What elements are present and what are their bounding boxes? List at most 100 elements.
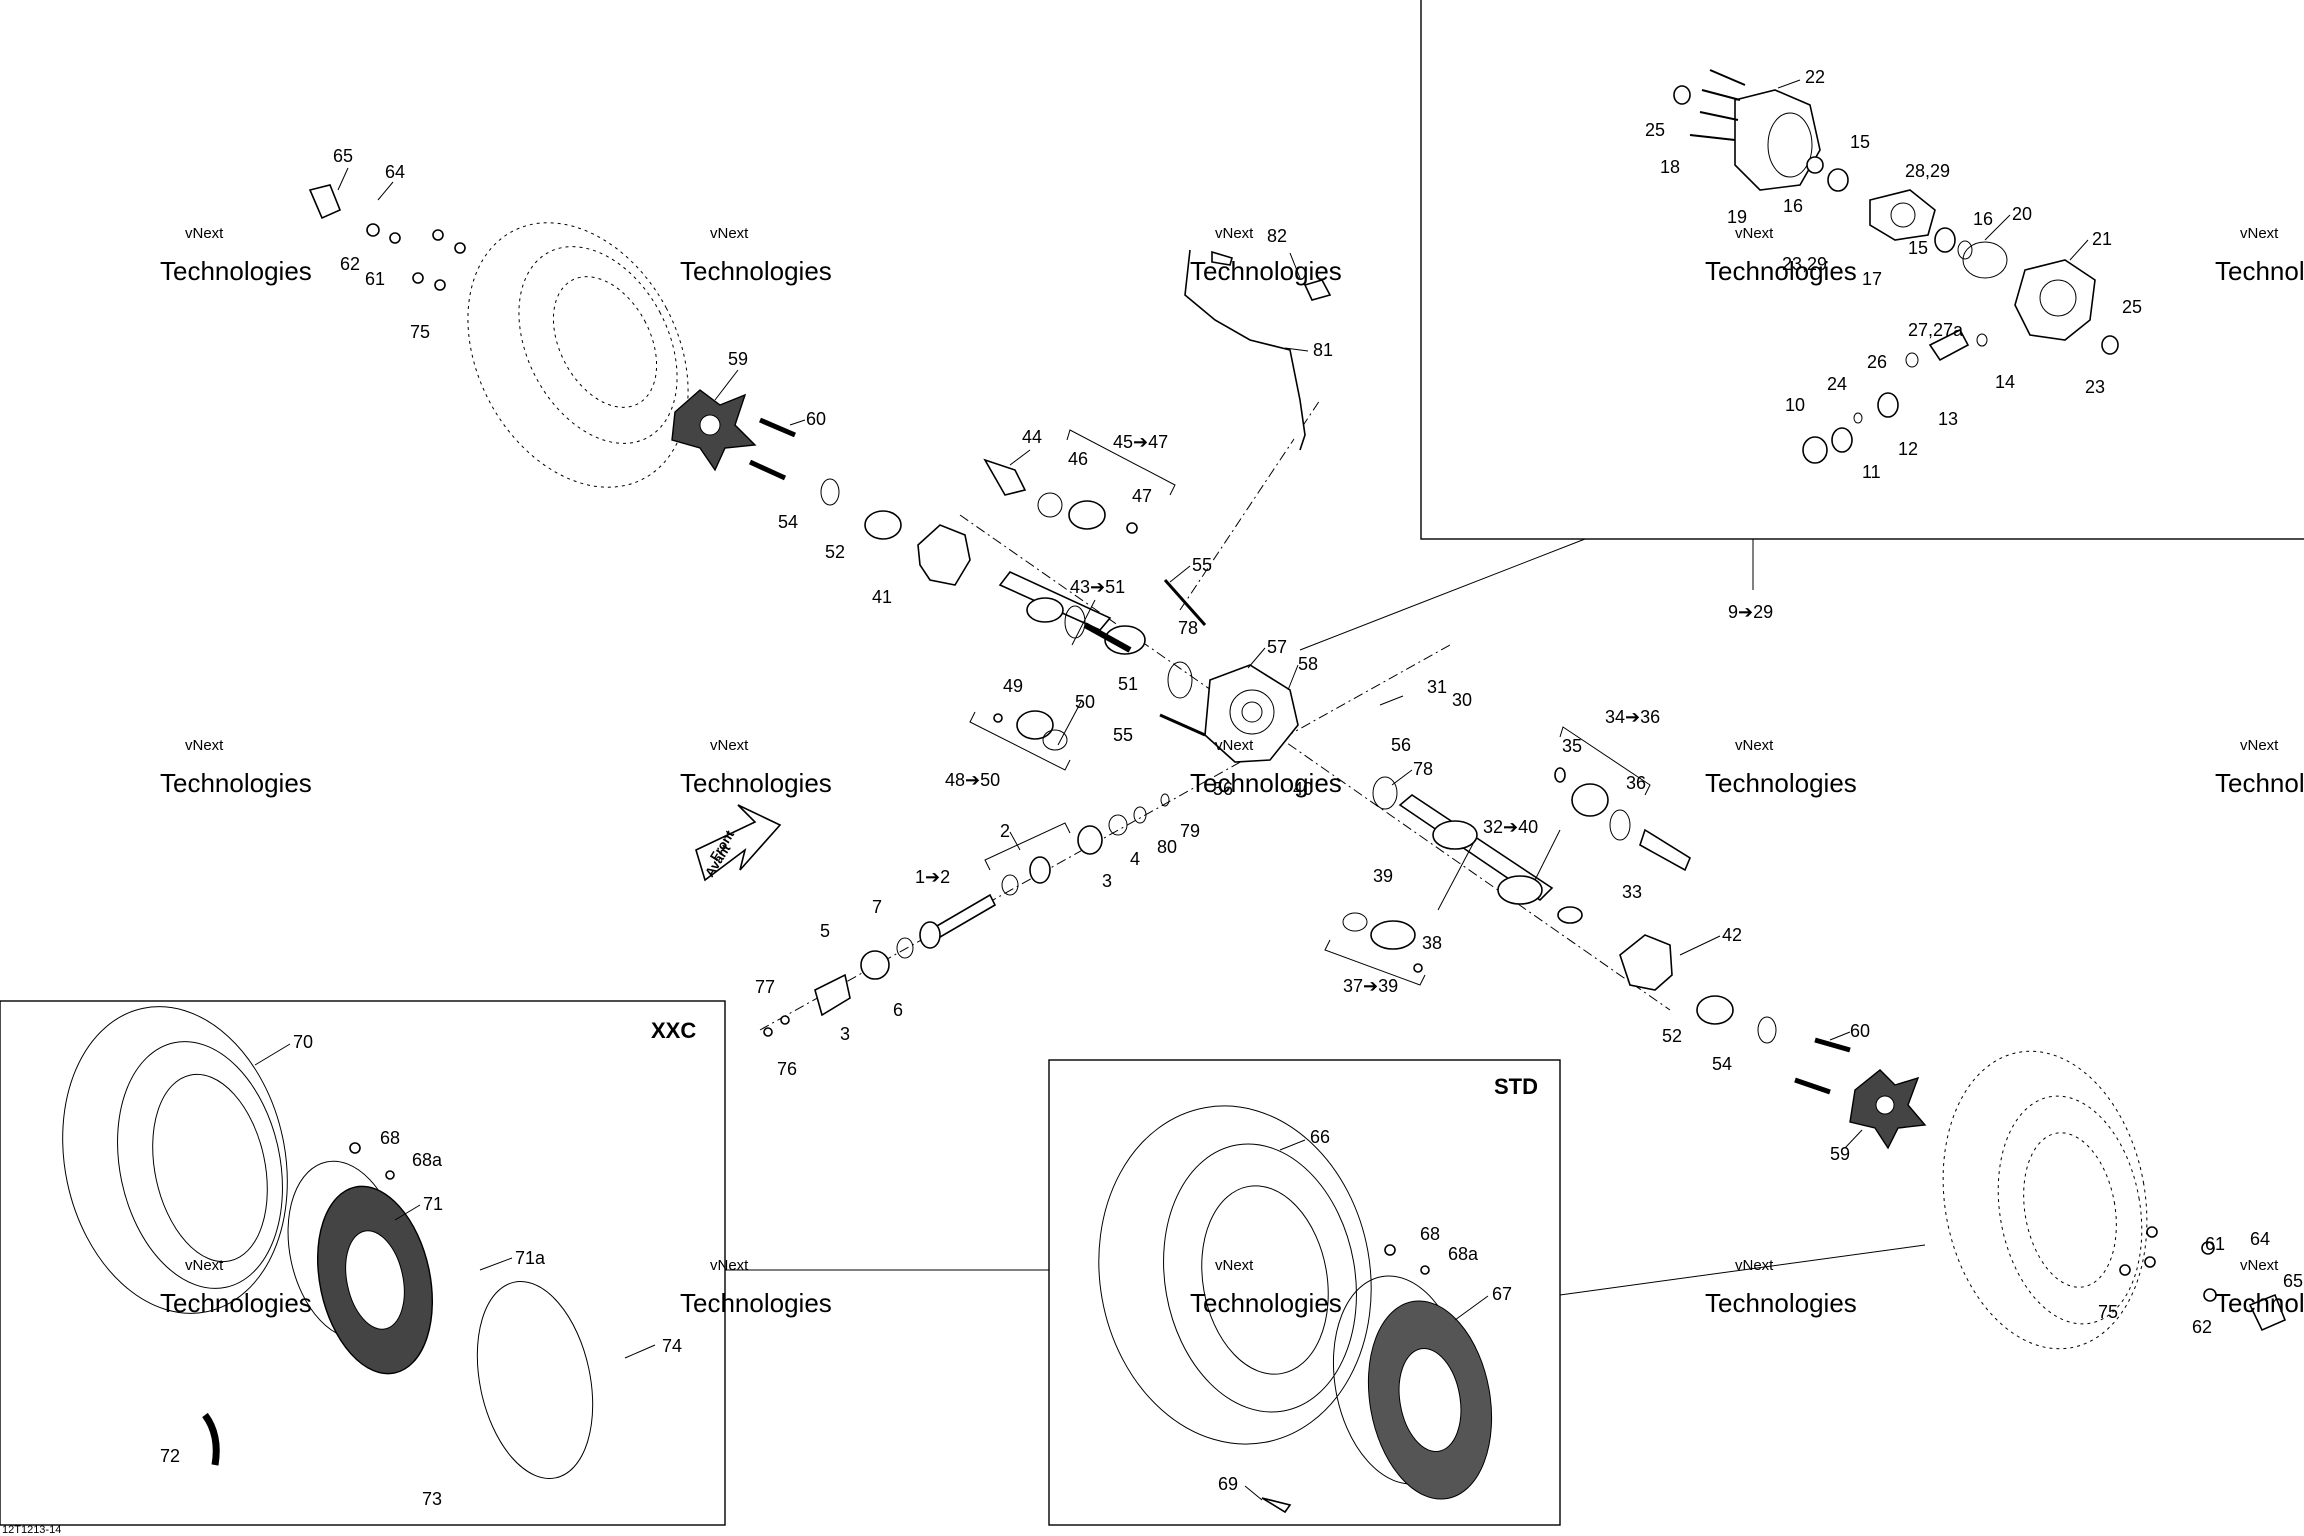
svg-text:vNext: vNext [1215, 737, 1254, 754]
callout-label: 21 [2092, 229, 2112, 249]
svg-text:Technologies: Technologies [1705, 256, 1857, 286]
nuts-upper-left [308, 184, 466, 291]
callout-label: 76 [777, 1059, 797, 1079]
callout-label: 14 [1995, 372, 2015, 392]
svg-text:Technologies: Technologies [680, 768, 832, 798]
callout-label: 33 [1622, 882, 1642, 902]
callout-label: 64 [2250, 1229, 2270, 1249]
callout-label: 25 [2122, 297, 2142, 317]
callout-label: 72 [160, 1446, 180, 1466]
callout-label: 24 [1827, 374, 1847, 394]
callout-label: 59 [728, 349, 748, 369]
svg-text:Technologies: Technologies [2215, 1288, 2304, 1318]
callout-label: 27,27a [1908, 320, 1964, 340]
svg-text:vNext: vNext [1735, 225, 1774, 242]
studs-60-lower [1794, 1037, 1851, 1095]
callout-label: 60 [806, 409, 826, 429]
callout-label: 62 [2192, 1317, 2212, 1337]
callout-label: 23,29 [1782, 254, 1827, 274]
svg-text:Technologies: Technologies [1190, 768, 1342, 798]
drawing-id: 12T1213-14 [2, 1524, 61, 1536]
callout-label: 74 [662, 1336, 682, 1356]
svg-text:vNext: vNext [1215, 225, 1254, 242]
watermarks: vNext Technologies vNext Technologies vN… [160, 225, 2304, 1318]
callout-label: 17 [1862, 269, 1882, 289]
callout-label: 55 [1113, 725, 1133, 745]
callout-label: 3 [1102, 871, 1112, 891]
callout-label: 56 [1391, 735, 1411, 755]
callout-label: 78 [1178, 618, 1198, 638]
callout-label: 68 [1420, 1224, 1440, 1244]
xxc-wheel [62, 1006, 594, 1479]
callout-label: 34➔36 [1605, 707, 1660, 727]
boot-44-46 [983, 458, 1138, 534]
svg-text:Technologies: Technologies [160, 1288, 312, 1318]
boot-49-50 [993, 710, 1068, 751]
callout-label: 77 [755, 977, 775, 997]
callout-label: 66 [1310, 1127, 1330, 1147]
callout-label: 16 [1973, 209, 1993, 229]
callout-label: 20 [2012, 204, 2032, 224]
callout-label: 31 [1427, 677, 1447, 697]
svg-text:Technologies: Technologies [160, 768, 312, 798]
std-wheel-frame [1048, 1059, 1561, 1526]
callout-label: 71 [423, 1194, 443, 1214]
ring-54-upper [820, 478, 840, 506]
callout-label: 68 [380, 1128, 400, 1148]
svg-text:vNext: vNext [710, 737, 749, 754]
callout-label: 57 [1267, 637, 1287, 657]
callout-label: 73 [422, 1489, 442, 1509]
callout-label: 78 [1413, 759, 1433, 779]
callout-label: 75 [410, 322, 430, 342]
callout-label: 50 [1075, 692, 1095, 712]
breather-hose-81 [1184, 249, 1306, 451]
callout-label: 2 [1000, 821, 1010, 841]
svg-text:Technologies: Technologies [2215, 256, 2304, 286]
std-title: STD [1494, 1074, 1538, 1099]
callout-label: 65 [333, 146, 353, 166]
callout-labels: 65 64 62 61 75 59 60 54 52 41 44 45➔47 4… [160, 67, 2303, 1509]
front-direction-arrow [695, 804, 782, 882]
svg-text:vNext: vNext [710, 225, 749, 242]
callout-label: 15 [1908, 238, 1928, 258]
bearing-52-upper [864, 510, 902, 540]
callout-label: 16 [1783, 196, 1803, 216]
ring-54-lower [1757, 1016, 1777, 1044]
callout-label: 59 [1830, 1144, 1850, 1164]
svg-text:Technologies: Technologies [1705, 1288, 1857, 1318]
svg-text:Technologies: Technologies [160, 256, 312, 286]
wheel-hub-lower [1849, 1069, 1927, 1150]
callout-label: 38 [1422, 933, 1442, 953]
callout-label: 15 [1850, 132, 1870, 152]
callout-label: 11 [1862, 462, 1881, 482]
callout-label: 37➔39 [1343, 976, 1398, 996]
callout-label: 49 [1003, 676, 1023, 696]
callout-label: 12 [1898, 439, 1918, 459]
knuckle-41 [917, 524, 971, 586]
callout-label: 39 [1373, 866, 1393, 886]
svg-text:vNext: vNext [1735, 1257, 1774, 1274]
svg-text:vNext: vNext [1735, 737, 1774, 754]
svg-text:vNext: vNext [1215, 1257, 1254, 1274]
studs-60-upper [748, 417, 796, 481]
svg-text:Technologies: Technologies [1190, 256, 1342, 286]
callout-label: 60 [1850, 1021, 1870, 1041]
knuckle-42 [1619, 934, 1673, 991]
callout-label: 18 [1660, 157, 1680, 177]
xxc-title: XXC [651, 1018, 696, 1043]
callout-label: 62 [340, 254, 360, 274]
differential-exploded [1673, 69, 2119, 464]
callout-label: 68a [412, 1150, 443, 1170]
tire-lower-right [1942, 1050, 2148, 1350]
drive-shaft-upper [998, 571, 1146, 655]
callout-label: 23 [2085, 377, 2105, 397]
differential-housing-57 [1167, 661, 1299, 763]
boot-35-36 [1554, 767, 1691, 872]
callout-label: 47 [1132, 486, 1152, 506]
callout-label: 82 [1267, 226, 1287, 246]
callout-label: 25 [1645, 120, 1665, 140]
callout-label: 67 [1492, 1284, 1512, 1304]
callout-label: 75 [2098, 1302, 2118, 1322]
